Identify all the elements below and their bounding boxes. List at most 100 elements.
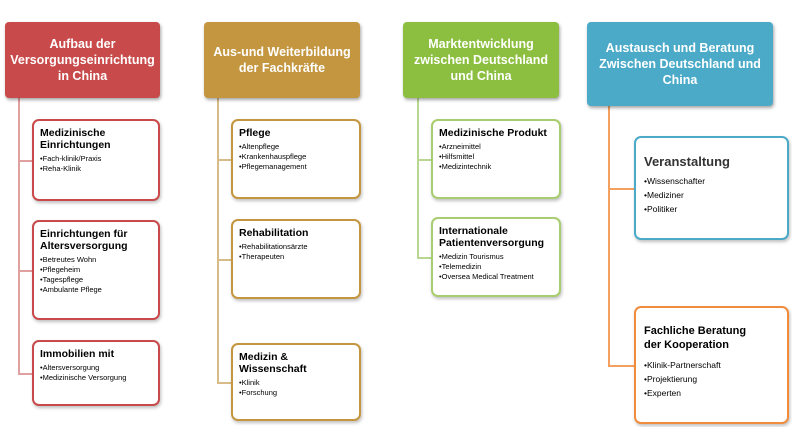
card-item-list: WissenschafterMedizinerPolitiker (644, 174, 779, 216)
category-card: Fachliche Beratung der KooperationKlinik-… (634, 306, 789, 424)
card-item-list: AltenpflegeKrankenhauspflegePflegemanage… (239, 142, 353, 172)
header-line: der Fachkräfte (238, 61, 326, 75)
card-title-line: Medizinische Produkt (439, 127, 547, 139)
card-item: Krankenhauspflege (239, 152, 353, 162)
card-title-line: Immobilien mit (40, 348, 115, 360)
card-title-line: Einrichtungen für (40, 228, 128, 240)
header-line: Aufbau der (49, 37, 116, 51)
card-item: Telemedizin (439, 262, 553, 272)
card-item: Rehabilitationsärzte (239, 242, 353, 252)
connector-horizontal (18, 373, 32, 375)
card-item: Tagespflege (40, 275, 152, 285)
card-item: Ambulante Pflege (40, 285, 152, 295)
card-item: Betreutes Wohn (40, 255, 152, 265)
card-title: Fachliche Beratung der Kooperation (644, 324, 779, 352)
card-title-line: Medizinische (40, 127, 106, 139)
card-item: Politiker (644, 202, 779, 216)
connector-horizontal (217, 382, 231, 384)
header-line: in China (57, 69, 108, 83)
card-item-list: AltersversorgungMedizinische Versorgung (40, 363, 152, 383)
header-line: Marktentwicklung (428, 37, 534, 51)
category-card: PflegeAltenpflegeKrankenhauspflegePflege… (231, 119, 361, 199)
card-item: Klinik (239, 378, 353, 388)
connector-vertical (417, 98, 419, 258)
header-line: China (662, 73, 698, 87)
card-item: Medizintechnik (439, 162, 553, 172)
card-title-line: Internationale (439, 225, 508, 237)
header-line: und China (450, 69, 512, 83)
card-title: Medizin & Wissenschaft (239, 351, 353, 375)
category-card: MedizinischeEinrichtungenFach-klinik/Pra… (32, 119, 160, 201)
card-item: Altenpflege (239, 142, 353, 152)
column-header: Marktentwicklung zwischen Deutschland und … (403, 22, 559, 98)
card-item: Reha-Klinik (40, 164, 152, 174)
connector-horizontal (217, 259, 231, 261)
card-item: Forschung (239, 388, 353, 398)
card-item: Experten (644, 386, 779, 400)
card-item: Therapeuten (239, 252, 353, 262)
card-title-line: Veranstaltung (644, 154, 730, 169)
card-title: Veranstaltung (644, 154, 779, 169)
category-card: InternationalePatientenversorgungMedizin… (431, 217, 561, 297)
card-item: Fach-klinik/Praxis (40, 154, 152, 164)
category-card: VeranstaltungWissenschafterMedizinerPoli… (634, 136, 789, 240)
connector-horizontal (18, 270, 32, 272)
card-title-line: der Kooperation (644, 339, 729, 351)
card-title-line: Einrichtungen (40, 139, 111, 151)
category-card: Medizinische ProduktArzneimittelHilfsmit… (431, 119, 561, 199)
card-item: Projektierung (644, 372, 779, 386)
connector-horizontal (417, 257, 431, 259)
card-title-line: Medizin & Wissenschaft (239, 351, 307, 375)
card-item: Arzneimittel (439, 142, 553, 152)
card-item-list: ArzneimittelHilfsmittelMedizintechnik (439, 142, 553, 172)
header-line: Versorgungseinrichtung (10, 53, 155, 67)
card-item: Mediziner (644, 188, 779, 202)
card-title-line: Rehabilitation (239, 227, 309, 239)
connector-vertical (217, 98, 219, 383)
card-item: Hilfsmittel (439, 152, 553, 162)
header-line: Austausch und Beratung (605, 41, 755, 55)
card-item: Oversea Medical Treatment (439, 272, 553, 282)
header-line: Zwischen Deutschland und (599, 57, 761, 71)
card-title: Rehabilitation (239, 227, 353, 239)
card-item: Klinik-Partnerschaft (644, 358, 779, 372)
card-item: Medizinische Versorgung (40, 373, 152, 383)
connector-vertical (608, 106, 610, 366)
connector-vertical (18, 98, 20, 374)
header-line: zwischen Deutschland (413, 53, 549, 67)
card-item-list: Medizin TourismusTelemedizinOversea Medi… (439, 252, 553, 282)
card-title-line: Patientenversorgung (439, 237, 545, 249)
connector-horizontal (608, 365, 634, 367)
card-item: Pflegemanagement (239, 162, 353, 172)
header-line: Aus-und Weiterbildung (213, 45, 351, 59)
card-title-line: Pflege (239, 127, 271, 139)
connector-horizontal (608, 188, 634, 190)
connector-horizontal (18, 160, 32, 162)
card-title: Medizinische Produkt (439, 127, 553, 139)
card-item-list: KlinikForschung (239, 378, 353, 398)
card-title: Immobilien mit (40, 348, 152, 360)
card-item-list: RehabilitationsärzteTherapeuten (239, 242, 353, 262)
connector-horizontal (217, 159, 231, 161)
card-title-line: Fachliche Beratung (644, 325, 747, 337)
category-card: Immobilien mitAltersversorgungMedizinisc… (32, 340, 160, 406)
card-item: Altersversorgung (40, 363, 152, 373)
category-card: RehabilitationRehabilitationsärzteTherap… (231, 219, 361, 299)
category-card: Medizin & WissenschaftKlinikForschung (231, 343, 361, 421)
connector-horizontal (417, 159, 431, 161)
card-item-list: Klinik-PartnerschaftProjektierungExperte… (644, 358, 779, 400)
card-item: Pflegeheim (40, 265, 152, 275)
category-card: Einrichtungen fürAltersversorgungBetreut… (32, 220, 160, 320)
card-title: Pflege (239, 127, 353, 139)
card-item-list: Betreutes WohnPflegeheimTagespflegeAmbul… (40, 255, 152, 295)
card-item: Wissenschafter (644, 174, 779, 188)
card-title-line: Altersversorgung (40, 240, 128, 252)
card-item-list: Fach-klinik/PraxisReha-Klinik (40, 154, 152, 174)
card-item: Medizin Tourismus (439, 252, 553, 262)
column-header: Aus-und Weiterbildung der Fachkräfte (204, 22, 360, 98)
